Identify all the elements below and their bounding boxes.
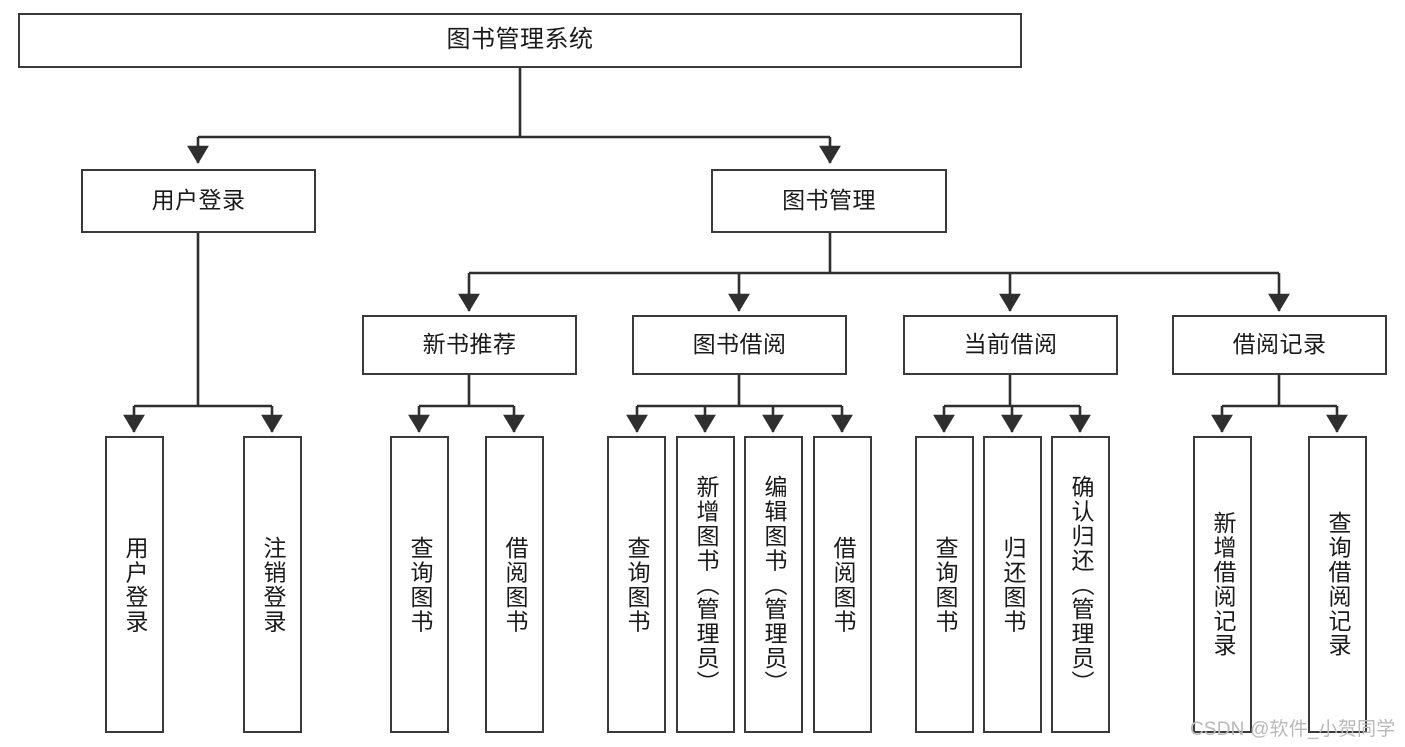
node-label: 当前借阅 <box>963 331 1058 358</box>
node-label: 用户登录 <box>151 187 246 214</box>
leaf-recommend-borrow-book[interactable]: 借阅图书 <box>485 436 544 733</box>
node-label: 注销登录 <box>260 535 286 634</box>
node-label: 新增图书（管理员） <box>693 474 719 695</box>
node-label: 确认归还（管理员） <box>1068 474 1094 695</box>
leaf-recommend-query-book[interactable]: 查询图书 <box>390 436 449 733</box>
node-label: 查询图书 <box>624 535 650 634</box>
node-label: 查询图书 <box>407 535 433 634</box>
leaf-current-query-book[interactable]: 查询图书 <box>915 436 974 733</box>
node-user-login[interactable]: 用户登录 <box>81 169 316 233</box>
node-book-management[interactable]: 图书管理 <box>711 169 947 233</box>
node-borrow-record[interactable]: 借阅记录 <box>1172 315 1387 375</box>
node-label: 查询借阅记录 <box>1325 511 1351 658</box>
csdn-watermark: CSDN @软件_小贺同学 <box>1190 719 1396 740</box>
node-label: 图书借阅 <box>692 331 787 358</box>
node-new-book-recommend[interactable]: 新书推荐 <box>362 315 577 375</box>
leaf-user-login-logout[interactable]: 注销登录 <box>243 436 302 733</box>
node-label: 编辑图书（管理员） <box>761 474 787 695</box>
node-root-system[interactable]: 图书管理系统 <box>18 13 1022 68</box>
node-label: 借阅记录 <box>1232 331 1327 358</box>
leaf-borrow-borrow-book[interactable]: 借阅图书 <box>813 436 872 733</box>
node-label: 查询图书 <box>932 535 958 634</box>
leaf-borrow-query-book[interactable]: 查询图书 <box>607 436 666 733</box>
leaf-borrow-add-book-admin[interactable]: 新增图书（管理员） <box>676 436 735 733</box>
node-label: 新增借阅记录 <box>1210 511 1236 658</box>
leaf-current-return-book[interactable]: 归还图书 <box>983 436 1042 733</box>
leaf-current-confirm-return-admin[interactable]: 确认归还（管理员） <box>1051 436 1110 733</box>
node-book-borrow[interactable]: 图书借阅 <box>632 315 847 375</box>
node-label: 借阅图书 <box>502 535 528 634</box>
node-current-borrow[interactable]: 当前借阅 <box>903 315 1118 375</box>
node-label: 归还图书 <box>1000 535 1026 634</box>
node-label: 用户登录 <box>122 535 148 634</box>
node-label: 图书管理系统 <box>446 26 594 54</box>
leaf-borrow-edit-book-admin[interactable]: 编辑图书（管理员） <box>744 436 803 733</box>
leaf-user-login-login[interactable]: 用户登录 <box>105 436 164 733</box>
node-label: 图书管理 <box>782 187 876 214</box>
node-label: 借阅图书 <box>830 535 856 634</box>
leaf-record-query-record[interactable]: 查询借阅记录 <box>1308 436 1367 733</box>
leaf-record-add-record[interactable]: 新增借阅记录 <box>1193 436 1252 733</box>
node-label: 新书推荐 <box>422 331 517 358</box>
